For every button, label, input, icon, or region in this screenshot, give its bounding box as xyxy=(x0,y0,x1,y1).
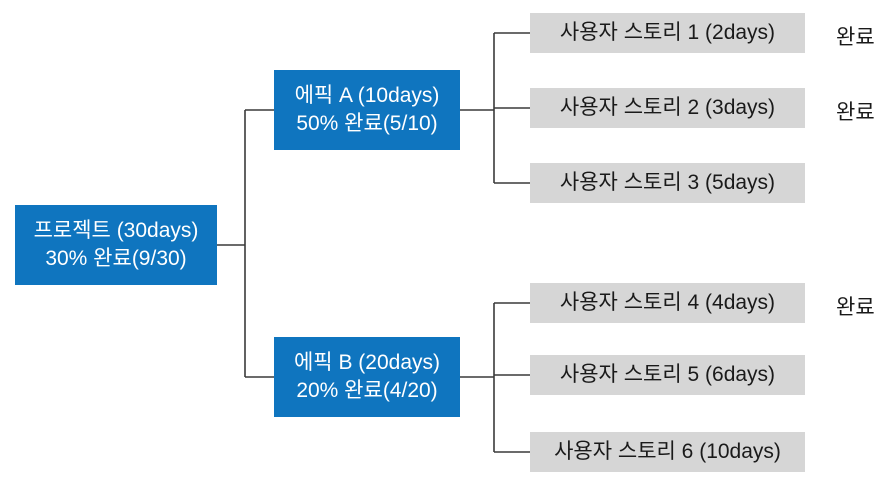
node-epic-b-line1: 에픽 B (20days) xyxy=(293,351,441,375)
node-story-6[interactable]: 사용자 스토리 6 (10days) xyxy=(530,432,805,472)
node-story-1-label: 사용자 스토리 1 (2days) xyxy=(559,21,776,45)
node-story-5-label: 사용자 스토리 5 (6days) xyxy=(559,363,776,387)
node-story-2-label: 사용자 스토리 2 (3days) xyxy=(559,96,776,120)
node-project-line1: 프로젝트 (30days) xyxy=(33,219,199,243)
node-story-1[interactable]: 사용자 스토리 1 (2days) xyxy=(530,13,805,53)
node-story-4[interactable]: 사용자 스토리 4 (4days) xyxy=(530,283,805,323)
node-story-4-label: 사용자 스토리 4 (4days) xyxy=(559,291,776,315)
node-epic-b[interactable]: 에픽 B (20days) 20% 완료(4/20) xyxy=(274,337,460,417)
node-project-line2: 30% 완료(9/30) xyxy=(45,247,187,270)
node-story-3-label: 사용자 스토리 3 (5days) xyxy=(559,171,776,195)
node-epic-a-line2: 50% 완료(5/10) xyxy=(296,112,438,135)
node-story-3[interactable]: 사용자 스토리 3 (5days) xyxy=(530,163,805,203)
node-epic-b-line2: 20% 완료(4/20) xyxy=(296,379,438,402)
node-epic-a-line1: 에픽 A (10days) xyxy=(294,84,440,108)
node-story-5[interactable]: 사용자 스토리 5 (6days) xyxy=(530,355,805,395)
node-project[interactable]: 프로젝트 (30days) 30% 완료(9/30) xyxy=(15,205,217,285)
status-badge-story-4: 완료 xyxy=(836,296,875,319)
node-epic-a[interactable]: 에픽 A (10days) 50% 완료(5/10) xyxy=(274,70,460,150)
status-badge-story-2: 완료 xyxy=(836,101,875,124)
node-story-2[interactable]: 사용자 스토리 2 (3days) xyxy=(530,88,805,128)
node-story-6-label: 사용자 스토리 6 (10days) xyxy=(554,440,781,464)
status-badge-story-1: 완료 xyxy=(836,26,875,49)
